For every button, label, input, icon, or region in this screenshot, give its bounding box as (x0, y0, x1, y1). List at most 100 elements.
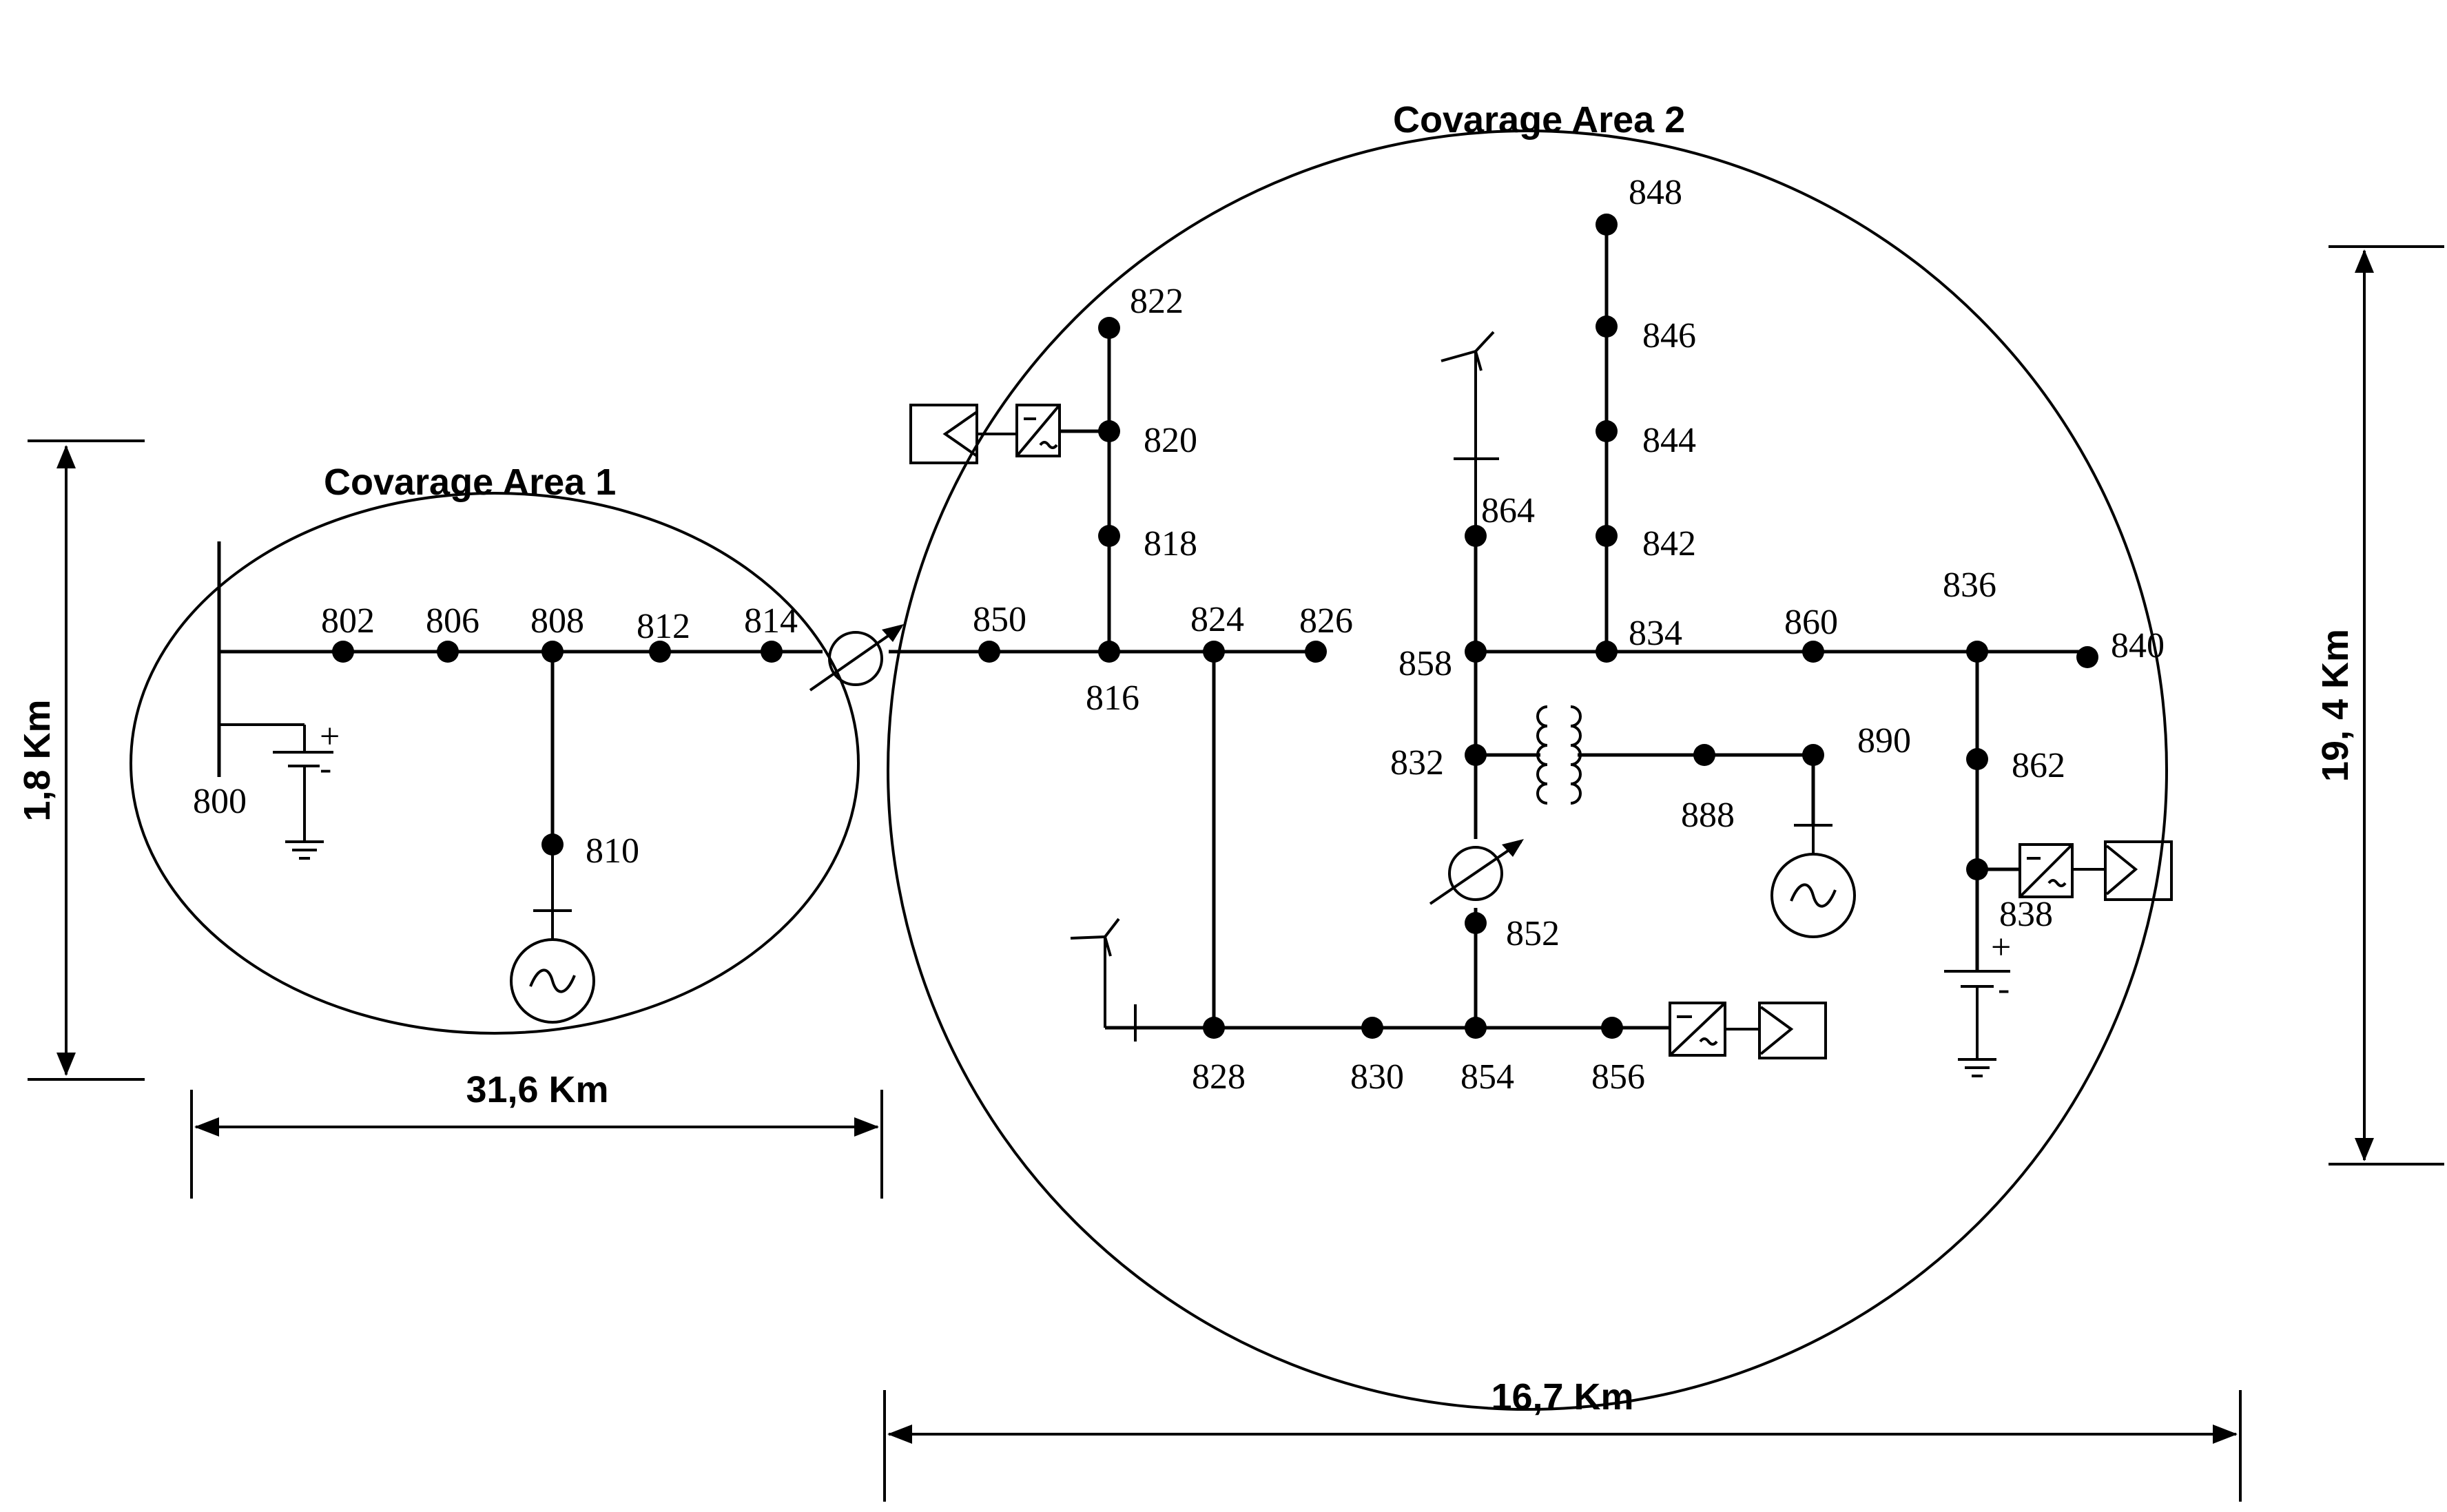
ground-icon (1958, 1058, 1996, 1077)
bus-node-842 (1596, 525, 1618, 547)
pv-panel-icon (909, 404, 1017, 464)
wind-turbine-icon (1441, 331, 1499, 536)
bus-node-806 (437, 641, 459, 663)
bus-label-830: 830 (1350, 1057, 1404, 1097)
battery-icon: + - (1944, 928, 2011, 1059)
bus-label-802: 802 (321, 601, 375, 641)
area1-width-dimension: 31,6 Km (190, 1069, 883, 1199)
bus-label-808: 808 (530, 601, 584, 641)
bus-node-826 (1305, 641, 1327, 663)
coverage-area-1-boundary (130, 492, 860, 1035)
bus-label-834: 834 (1629, 614, 1682, 653)
bus-label-828: 828 (1192, 1057, 1246, 1097)
bus-label-822: 822 (1130, 282, 1184, 321)
bus-node-890 (1802, 744, 1824, 766)
generator-icon (1770, 824, 1856, 938)
bus-node-836 (1966, 641, 1988, 663)
coverage-area-2-boundary (887, 130, 2168, 1411)
bus-node-818 (1098, 525, 1120, 547)
bus-node-830 (1361, 1017, 1383, 1039)
bus-label-838: 838 (1999, 895, 2053, 934)
svg-text:+: + (320, 717, 340, 756)
wind-turbine-icon (1070, 918, 1214, 1042)
bus-node-816 (1098, 641, 1120, 663)
bus-node-862 (1966, 748, 1988, 770)
svg-text:-: - (1998, 969, 2010, 1008)
bus-label-844: 844 (1642, 421, 1696, 460)
area1-height-label: 1,8 Km (17, 699, 58, 821)
bus-node-854 (1465, 1017, 1487, 1039)
bus-node-812 (649, 641, 671, 663)
bus-label-842: 842 (1642, 524, 1696, 563)
bus-node-808 (541, 641, 564, 663)
bus-label-854: 854 (1460, 1057, 1514, 1097)
transformer-icon (1536, 705, 1582, 805)
bus-label-864: 864 (1481, 491, 1535, 530)
area1-height-dimension: 1,8 Km (17, 439, 145, 1081)
bus-label-860: 860 (1784, 603, 1838, 642)
bus-node-814 (761, 641, 783, 663)
area2-height-label: 19, 4 Km (2315, 629, 2356, 782)
ground-icon (285, 840, 324, 860)
bus-label-832: 832 (1390, 743, 1444, 783)
bus-label-846: 846 (1642, 316, 1696, 355)
bus-label-888: 888 (1681, 796, 1735, 835)
bus-node-832 (1465, 744, 1487, 766)
bus-label-862: 862 (2012, 746, 2065, 785)
inverter-icon (1669, 1002, 1726, 1057)
pv-panel-icon (1725, 1002, 1827, 1059)
bus-node-840 (2076, 646, 2098, 668)
bus-label-858: 858 (1398, 644, 1452, 683)
coverage-area-1-title: Covarage Area 1 (324, 462, 616, 503)
bus-label-850: 850 (973, 600, 1026, 639)
bus-node-838 (1966, 858, 1988, 880)
bus-node-888 (1693, 744, 1715, 766)
bus-node-834 (1596, 641, 1618, 663)
bus-label-816: 816 (1086, 679, 1139, 718)
bus-label-800: 800 (193, 782, 247, 821)
bus-nodes (332, 214, 2098, 1039)
bus-label-836: 836 (1943, 566, 1996, 605)
bus-label-812: 812 (637, 607, 690, 646)
pv-panel-icon (2072, 840, 2173, 901)
bus-node-860 (1802, 641, 1824, 663)
bus-label-814: 814 (744, 601, 798, 641)
svg-text:-: - (320, 749, 331, 788)
bus-node-858 (1465, 641, 1487, 663)
bus-label-856: 856 (1591, 1057, 1645, 1097)
bus-labels: 800 802 806 808 810 812 814 850 816 818 … (193, 173, 2165, 1097)
area2-width-label: 16,7 Km (1491, 1376, 1633, 1418)
bus-label-890: 890 (1857, 721, 1911, 760)
svg-text:+: + (1991, 928, 2011, 967)
bus-label-818: 818 (1144, 524, 1197, 563)
bus-node-824 (1203, 641, 1225, 663)
bus-node-844 (1596, 420, 1618, 442)
bus-node-820 (1098, 420, 1120, 442)
bus-label-824: 824 (1190, 600, 1244, 639)
bus-node-802 (332, 641, 354, 663)
inverter-icon (1015, 404, 1061, 457)
coverage-area-2-title: Covarage Area 2 (1393, 99, 1685, 141)
bus-label-826: 826 (1299, 601, 1353, 641)
battery-icon: + - (219, 717, 340, 842)
generator-icon (510, 845, 595, 1024)
area2-height-dimension: 19, 4 Km (2315, 245, 2444, 1166)
bus-label-848: 848 (1629, 173, 1682, 212)
bus-node-822 (1098, 317, 1120, 339)
bus-node-852 (1465, 912, 1487, 934)
bus-label-820: 820 (1144, 421, 1197, 460)
bus-node-846 (1596, 315, 1618, 338)
inverter-icon (2018, 843, 2074, 898)
bus-node-856 (1601, 1017, 1623, 1039)
bus-label-852: 852 (1506, 914, 1560, 953)
area1-width-label: 31,6 Km (466, 1069, 608, 1110)
bus-label-806: 806 (426, 601, 479, 641)
area2-width-dimension: 16,7 Km (883, 1376, 2242, 1502)
bus-label-810: 810 (586, 831, 639, 871)
voltage-regulator-icon (1429, 839, 1524, 905)
voltage-regulator-icon (809, 624, 904, 692)
bus-node-848 (1596, 214, 1618, 236)
bus-label-840: 840 (2111, 626, 2165, 665)
bus-node-850 (978, 641, 1000, 663)
